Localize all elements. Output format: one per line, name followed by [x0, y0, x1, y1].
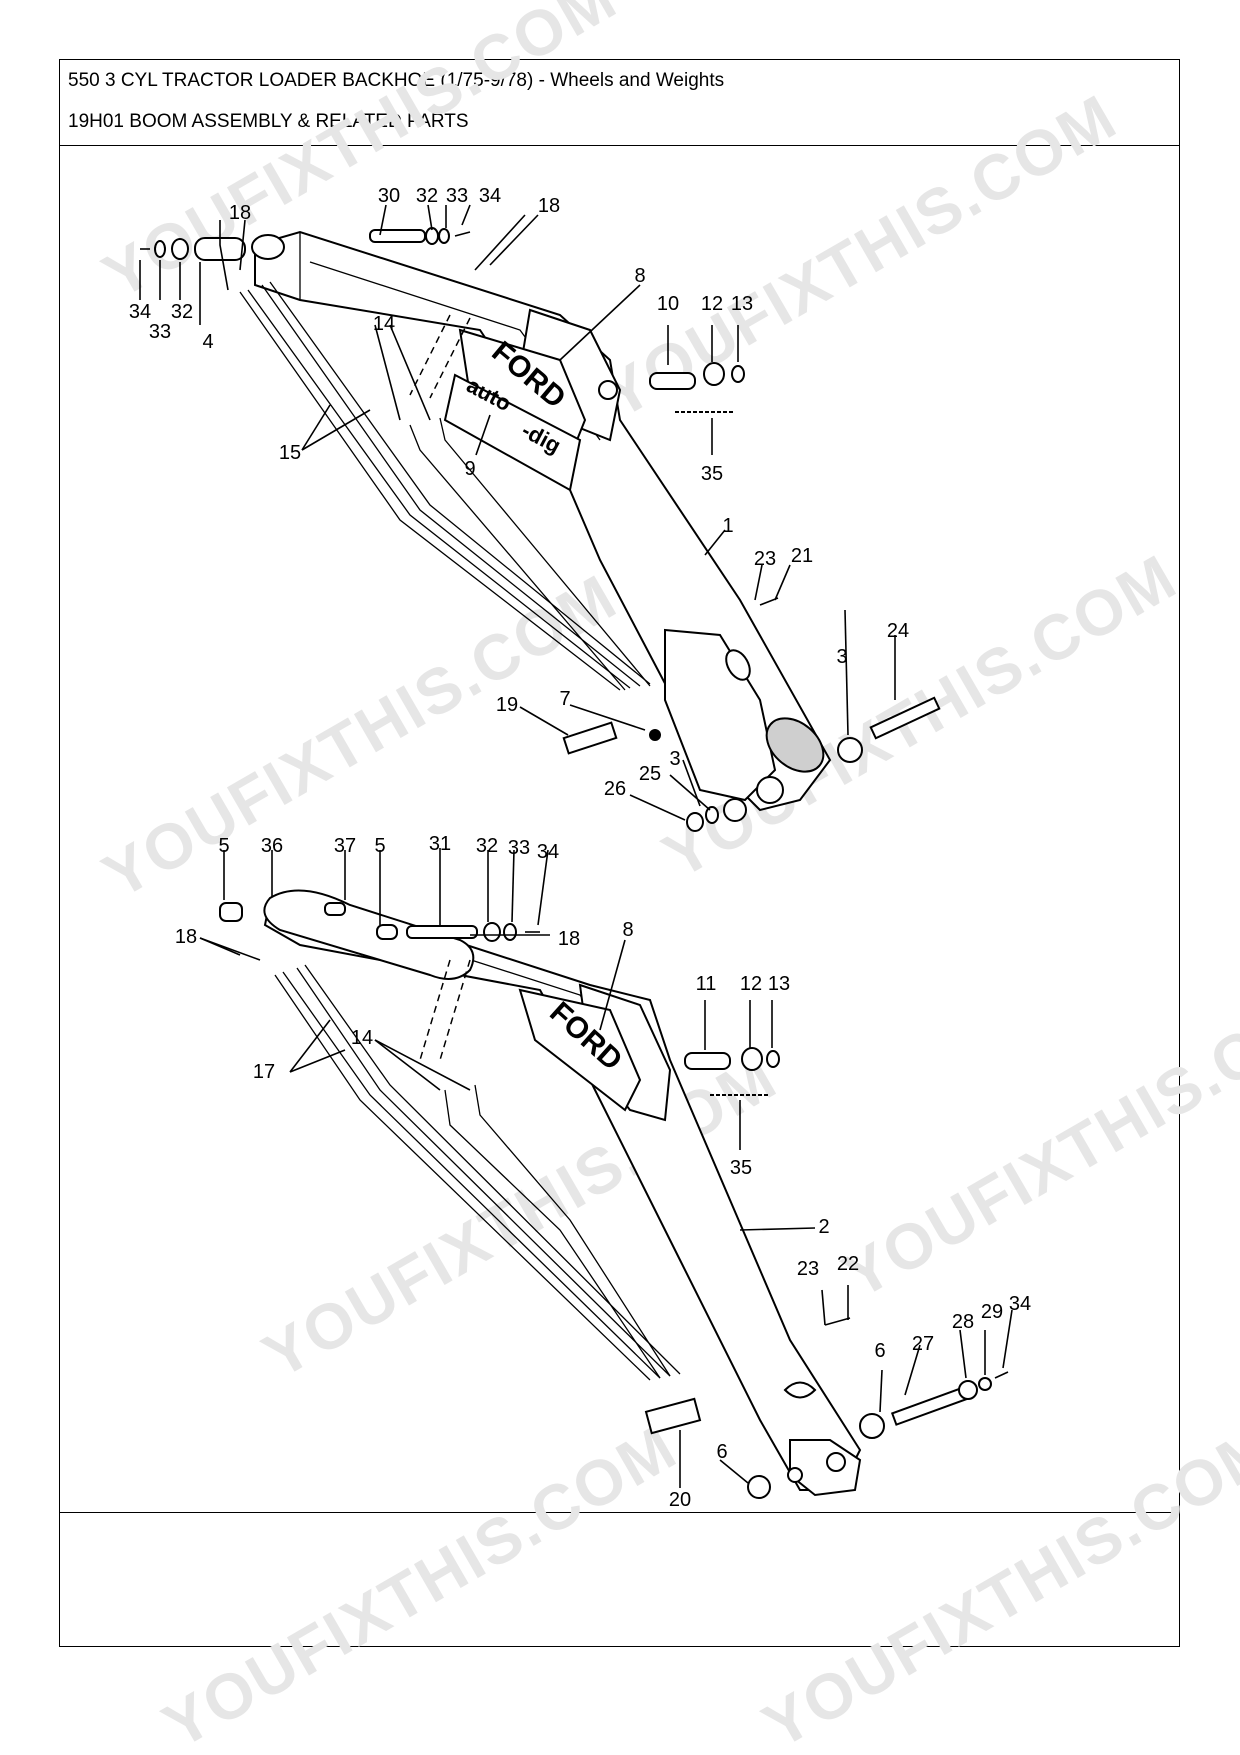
callout-15: 15 [279, 442, 301, 464]
callout-8: 8 [622, 919, 633, 941]
callout-34: 34 [129, 301, 151, 323]
callout-34: 34 [479, 185, 501, 207]
upper-boom-assembly: FORD auto -dig [140, 227, 941, 832]
callout-23: 23 [797, 1258, 819, 1280]
callout-6: 6 [874, 1340, 885, 1362]
callout-37: 37 [334, 835, 356, 857]
callout-18: 18 [558, 928, 580, 950]
bushing-5 [219, 902, 243, 922]
callout-32: 32 [476, 835, 498, 857]
callout-32: 32 [171, 301, 193, 323]
clamp-19 [562, 721, 618, 755]
watermark: YOUFIXTHIS.COM [151, 1410, 689, 1755]
callout-36: 36 [261, 835, 283, 857]
pin-24 [869, 696, 941, 740]
callout-30: 30 [378, 185, 400, 207]
boom-2-link [263, 889, 475, 980]
callout-5: 5 [374, 835, 385, 857]
page-title: 550 3 CYL TRACTOR LOADER BACKHOE (1/75-9… [68, 70, 725, 91]
pin-31 [406, 925, 478, 939]
callout-19: 19 [496, 694, 518, 716]
pin-11 [684, 1052, 731, 1070]
pin-27 [890, 1386, 969, 1426]
pin-10 [649, 372, 696, 390]
callout-24: 24 [887, 620, 909, 642]
callout-33: 33 [508, 837, 530, 859]
callout-13: 13 [731, 293, 753, 315]
callout-31: 31 [429, 833, 451, 855]
callout-4: 4 [202, 331, 213, 353]
callout-8: 8 [634, 265, 645, 287]
callout-18: 18 [538, 195, 560, 217]
callout-25: 25 [639, 763, 661, 785]
callout-32: 32 [416, 185, 438, 207]
pin-30 [369, 229, 426, 243]
callout-7: 7 [559, 688, 570, 710]
callout-35: 35 [701, 463, 723, 485]
auto-dig-decal [443, 373, 582, 492]
callout-9: 9 [464, 458, 475, 480]
callout-3: 3 [669, 748, 680, 770]
callout-35: 35 [730, 1157, 752, 1179]
callout-21: 21 [791, 545, 813, 567]
callout-34: 34 [1009, 1293, 1031, 1315]
callout-10: 10 [657, 293, 679, 315]
callout-28: 28 [952, 1311, 974, 1333]
hydraulic-tubes-2 [274, 964, 681, 1381]
callout-20: 20 [669, 1489, 691, 1511]
callout-12: 12 [740, 973, 762, 995]
page-frame: 550 3 CYL TRACTOR LOADER BACKHOE (1/75-9… [59, 59, 1180, 1647]
callout-23: 23 [754, 548, 776, 570]
callout-18: 18 [229, 202, 251, 224]
callout-numbers: 18 30 32 33 34 18 8 10 12 13 35 34 32 33… [129, 185, 1031, 1511]
hydraulic-tubes-1 [239, 281, 651, 691]
callout-leaders [139, 204, 1013, 1488]
callout-34: 34 [537, 841, 559, 863]
lower-boom-assembly: FORD [219, 889, 1009, 1499]
section-title: 19H01 BOOM ASSEMBLY & RELATED PARTS [68, 111, 469, 132]
callout-3: 3 [836, 646, 847, 668]
callout-14: 14 [351, 1027, 373, 1049]
callout-1: 1 [722, 515, 733, 537]
header-divider [60, 145, 1179, 146]
callout-6: 6 [716, 1441, 727, 1463]
callout-2: 2 [818, 1216, 829, 1238]
callout-5: 5 [218, 835, 229, 857]
footer-divider [60, 1512, 1179, 1513]
callout-22: 22 [837, 1253, 859, 1275]
watermark: YOUFIXTHIS.COM [831, 960, 1240, 1312]
callout-33: 33 [446, 185, 468, 207]
callout-14: 14 [373, 313, 395, 335]
callout-26: 26 [604, 778, 626, 800]
callout-33: 33 [149, 321, 171, 343]
callout-11: 11 [696, 973, 717, 995]
callout-13: 13 [768, 973, 790, 995]
callout-18: 18 [175, 926, 197, 948]
ford-decal-2 [518, 988, 642, 1112]
clamp-20 [644, 1397, 702, 1435]
callout-29: 29 [981, 1301, 1003, 1323]
callout-12: 12 [701, 293, 723, 315]
callout-27: 27 [912, 1333, 934, 1355]
callout-17: 17 [253, 1061, 275, 1083]
